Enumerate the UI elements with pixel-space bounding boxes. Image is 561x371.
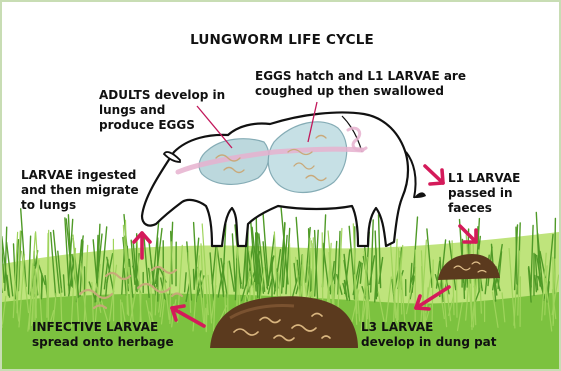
grass-blade: [206, 308, 207, 331]
grass-blade: [136, 234, 137, 291]
eggs-stage-label: EGGS hatch and L1 LARVAE are coughed up …: [255, 69, 466, 99]
diagram-title: LUNGWORM LIFE CYCLE: [152, 32, 412, 48]
ingested-stage-label: LARVAE ingested and then migrate to lung…: [21, 168, 139, 213]
infective-stage-label: INFECTIVE LARVAE spread onto herbage: [32, 320, 174, 350]
l1-stage-label: L1 LARVAE passed in faeces: [448, 171, 520, 216]
l3-stage-label: L3 LARVAE develop in dung pat: [361, 320, 497, 350]
adults-stage-label: ADULTS develop in lungs and produce EGGS: [99, 88, 225, 133]
grass-blade: [457, 274, 458, 317]
